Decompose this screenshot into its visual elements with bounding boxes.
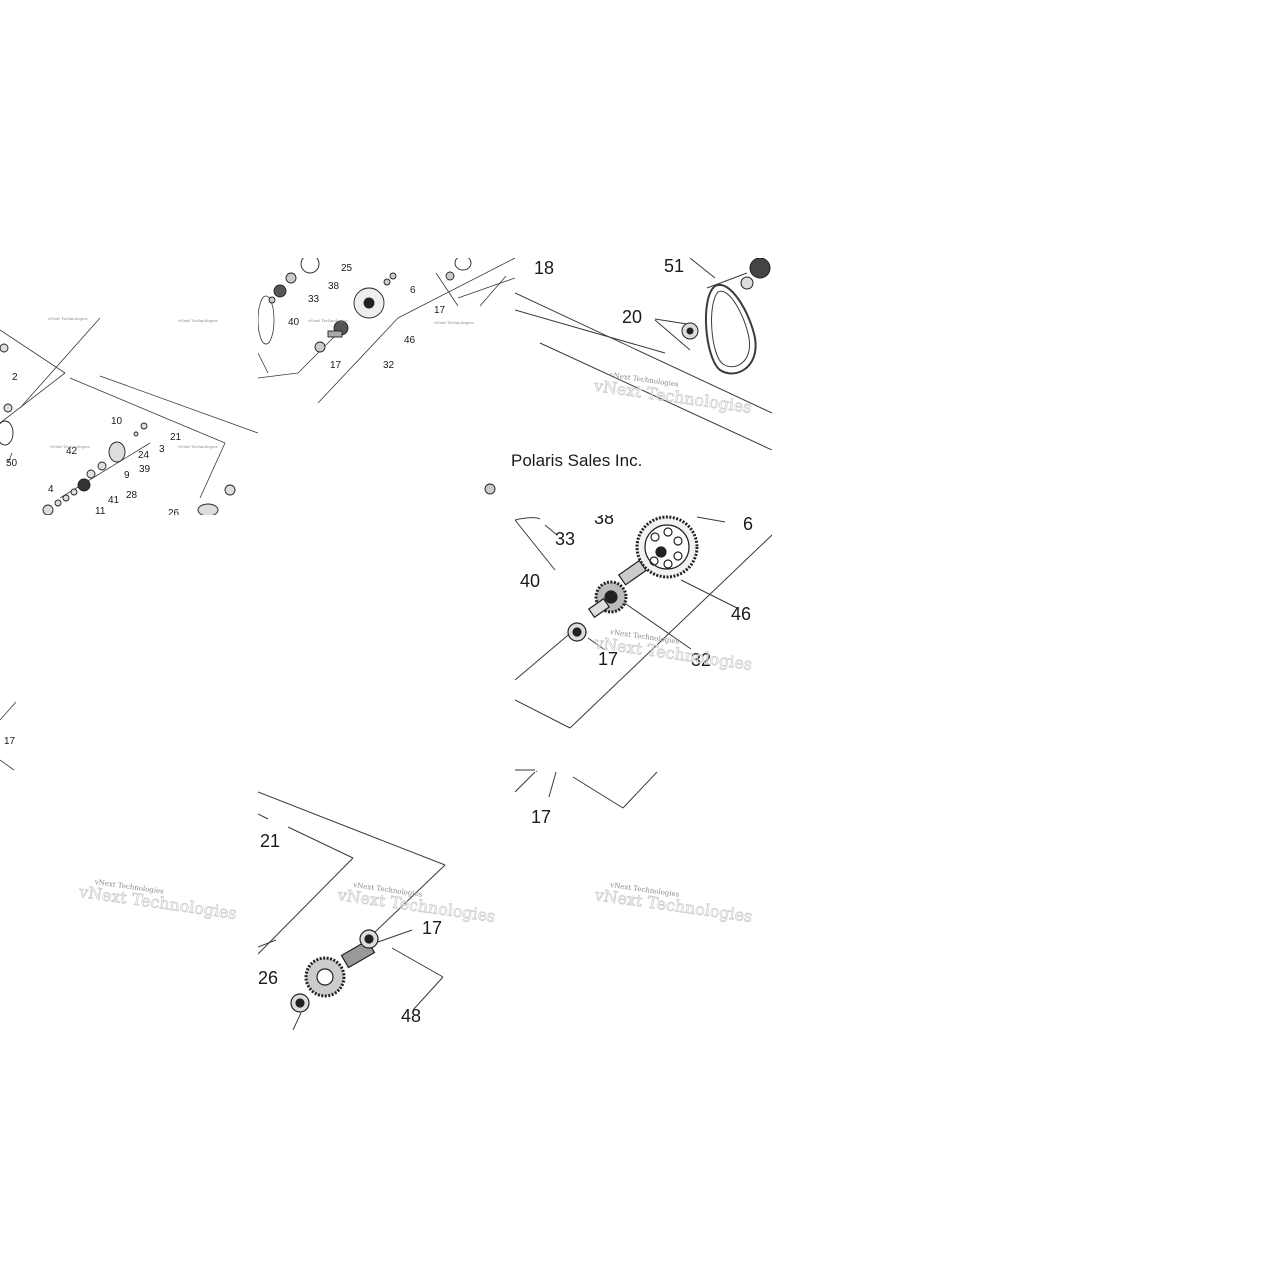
tile-overview-left: 2 50 10 21 3 24 42 9 39 4 28 41 11 26 vN… bbox=[0, 258, 258, 515]
callout-18: 18 bbox=[534, 258, 554, 278]
callout-21: 21 bbox=[260, 831, 280, 851]
tile-overview-middle: 25 38 33 6 40 46 17 32 17 vNext Technolo… bbox=[258, 258, 515, 515]
zoom-gear-drawing: 33 38 6 40 46 17 32 vNext Technologies v… bbox=[515, 515, 772, 772]
fragment-left-drawing: 17 vNext Technologies vNext Technologies bbox=[0, 701, 238, 923]
watermark-small: vNext Technologies bbox=[177, 318, 218, 323]
callout-46: 46 bbox=[731, 604, 751, 624]
fragment-right-drawing: 17 vNext Technologies vNext Technologies bbox=[515, 772, 754, 926]
tile-fragment-right: 17 vNext Technologies vNext Technologies bbox=[515, 772, 772, 1030]
overview-left-drawing: 2 50 10 21 3 24 42 9 39 4 28 41 11 26 vN… bbox=[0, 316, 258, 515]
callout-42: 42 bbox=[66, 446, 78, 457]
callout-3: 3 bbox=[159, 444, 165, 455]
watermark-small: vNext Technologies bbox=[307, 318, 348, 323]
callout-10: 10 bbox=[111, 416, 123, 427]
callout-17: 17 bbox=[434, 305, 446, 316]
watermark-small: vNext Technologies bbox=[177, 444, 218, 449]
callout-17: 17 bbox=[531, 807, 551, 827]
callout-38: 38 bbox=[594, 515, 614, 528]
watermark-small: vNext Technologies bbox=[49, 444, 90, 449]
tile-zoom-gear: 33 38 6 40 46 17 32 vNext Technologies v… bbox=[515, 515, 772, 772]
zoom-shaft-drawing: 21 17 26 48 vNext Technologies vNext Tec… bbox=[258, 791, 497, 1030]
callout-25: 25 bbox=[341, 263, 353, 274]
callout-48: 48 bbox=[401, 1006, 421, 1026]
callout-17: 17 bbox=[4, 736, 16, 747]
callout-17: 17 bbox=[598, 649, 618, 669]
tile-fragment-left: 17 vNext Technologies vNext Technologies bbox=[0, 690, 258, 940]
callout-39: 39 bbox=[139, 464, 151, 475]
callout-17: 17 bbox=[330, 360, 342, 371]
callout-40: 40 bbox=[288, 317, 300, 328]
callout-6: 6 bbox=[743, 515, 753, 534]
callout-50: 50 bbox=[6, 458, 18, 469]
callout-46: 46 bbox=[404, 335, 416, 346]
tile-zoom-shaft: 21 17 26 48 vNext Technologies vNext Tec… bbox=[258, 772, 515, 1030]
callout-40: 40 bbox=[520, 571, 540, 591]
callout-32: 32 bbox=[383, 360, 395, 371]
watermark-small: vNext Technologies bbox=[433, 320, 474, 325]
callout-26: 26 bbox=[258, 968, 278, 988]
callout-33: 33 bbox=[308, 294, 320, 305]
company-label: Polaris Sales Inc. bbox=[511, 451, 643, 470]
callout-4: 4 bbox=[48, 484, 54, 495]
callout-26: 26 bbox=[168, 508, 180, 515]
watermark-small: vNext Technologies bbox=[47, 316, 88, 321]
callout-6: 6 bbox=[410, 285, 416, 296]
callout-2: 2 bbox=[12, 372, 18, 383]
callout-28: 28 bbox=[126, 490, 138, 501]
tile-zoom-belt: 18 51 20 vNext Technologies vNext Techno… bbox=[515, 258, 772, 450]
zoom-belt-drawing: 18 51 20 vNext Technologies vNext Techno… bbox=[515, 258, 772, 450]
callout-20: 20 bbox=[622, 307, 642, 327]
callout-9: 9 bbox=[124, 470, 130, 481]
callout-38: 38 bbox=[328, 281, 340, 292]
callout-24: 24 bbox=[138, 450, 150, 461]
callout-17: 17 bbox=[422, 918, 442, 938]
callout-51: 51 bbox=[664, 258, 684, 276]
callout-33: 33 bbox=[555, 529, 575, 549]
callout-21: 21 bbox=[170, 432, 182, 443]
callout-11: 11 bbox=[95, 506, 106, 515]
callout-32: 32 bbox=[691, 650, 711, 670]
overview-middle-drawing: 25 38 33 6 40 46 17 32 17 vNext Technolo… bbox=[258, 258, 515, 495]
callout-41: 41 bbox=[108, 495, 120, 506]
